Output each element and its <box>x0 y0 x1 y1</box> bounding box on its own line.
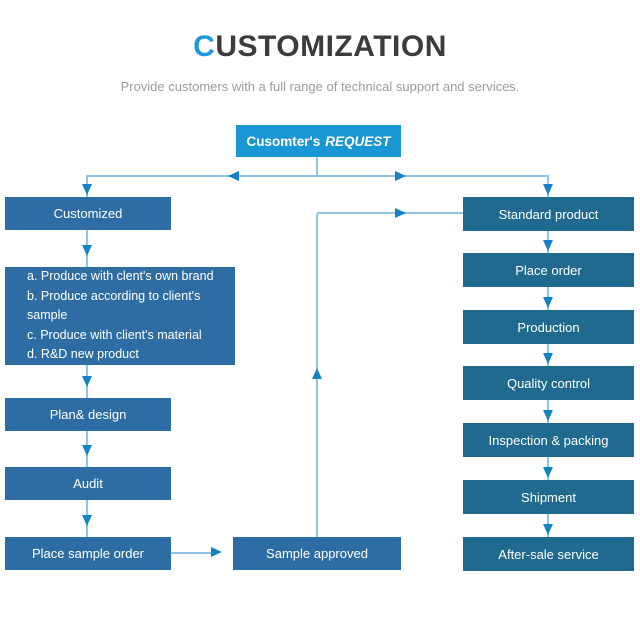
arrow-down-icon <box>543 353 553 364</box>
customer-request-label-italic: REQUEST <box>325 133 391 149</box>
node-plan-design: Plan& design <box>5 398 171 431</box>
arrow-down-icon <box>543 297 553 308</box>
arrow-right-icon <box>211 547 222 557</box>
arrow-down-icon <box>543 240 553 251</box>
title-rest: USTOMIZATION <box>215 30 447 63</box>
arrow-left-icon <box>228 171 239 181</box>
node-place-order: Place order <box>463 253 634 287</box>
arrow-down-icon <box>82 376 92 387</box>
page-title: CUSTOMIZATION <box>0 30 640 64</box>
node-after-sale-service: After-sale service <box>463 537 634 571</box>
arrow-down-icon <box>543 524 553 535</box>
arrow-down-icon <box>82 184 92 195</box>
arrow-down-icon <box>543 410 553 421</box>
connector-pso-sample <box>171 552 215 554</box>
arrow-down-icon <box>82 515 92 526</box>
option-item-a: a. Produce with clent's own brand <box>27 269 214 284</box>
option-item-d: d. R&D new product <box>27 347 139 362</box>
connector-split-horizontal <box>86 175 549 177</box>
node-sample-approved: Sample approved <box>233 537 401 570</box>
customer-request-label: Cusomter's <box>246 133 321 149</box>
connector-request-stem <box>316 157 318 176</box>
node-production: Production <box>463 310 634 344</box>
node-place-sample-order: Place sample order <box>5 537 171 570</box>
option-item-b: b. Produce according to client's sample <box>27 288 201 323</box>
node-options-list: a. Produce with clent's own brand b. Pro… <box>5 267 235 365</box>
connector-sample-standard <box>317 212 463 214</box>
node-audit: Audit <box>5 467 171 500</box>
node-quality-control: Quality control <box>463 366 634 400</box>
node-customer-request: Cusomter's REQUEST <box>236 125 401 157</box>
title-accent-letter: C <box>193 30 216 63</box>
page-subtitle: Provide customers with a full range of t… <box>120 79 520 94</box>
node-shipment: Shipment <box>463 480 634 514</box>
arrow-right-icon <box>395 171 406 181</box>
arrow-down-icon <box>82 445 92 456</box>
node-customized: Customized <box>5 197 171 230</box>
arrow-down-icon <box>82 245 92 256</box>
arrow-up-icon <box>312 368 322 379</box>
arrow-down-icon <box>543 467 553 478</box>
node-standard-product: Standard product <box>463 197 634 231</box>
option-item-c: c. Produce with client's material <box>27 327 202 342</box>
arrow-right-icon <box>395 208 406 218</box>
node-inspection-packing: Inspection & packing <box>463 423 634 457</box>
arrow-down-icon <box>543 184 553 195</box>
